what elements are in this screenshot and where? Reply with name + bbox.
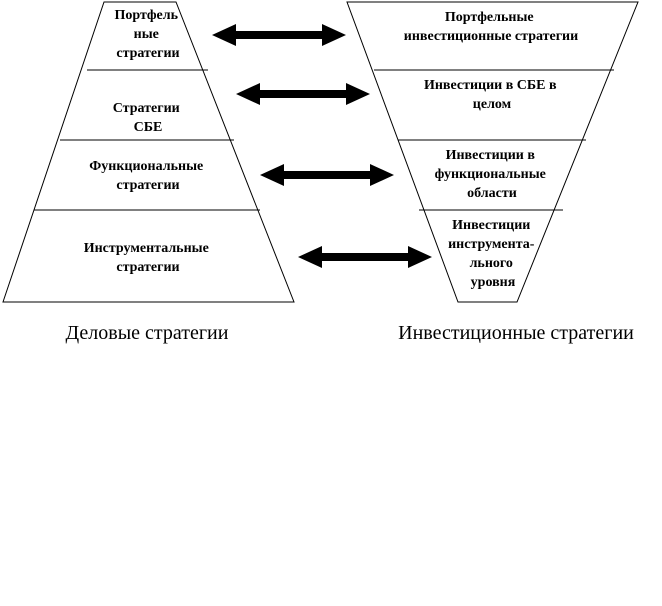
double-arrow-icon (236, 83, 370, 105)
business-pyramid-outline (2, 1, 295, 303)
double-arrow-icon (260, 164, 394, 186)
business-level-functional: Функциональные стратегии (89, 159, 206, 193)
investment-pyramid-outline (346, 1, 639, 303)
link-arrows (212, 24, 432, 268)
investment-level-instrumental: Инвестиции инструмента- льного уровня (448, 218, 538, 290)
investment-strategies-caption: Инвестиционные стратегии (398, 322, 634, 344)
double-arrow-icon (298, 246, 432, 268)
investment-strategies-pyramid: Портфельные инвестиционные стратегии Инв… (346, 1, 639, 303)
business-level-instrumental: Инструментальные стратегии (84, 241, 213, 275)
investment-level-functional: Инвестиции в функциональные области (435, 148, 550, 201)
investment-level-portfolio: Портфельные инвестиционные стратегии (404, 10, 578, 44)
business-level-sbu: Стратегии СБЕ (113, 101, 183, 135)
business-level-portfolio: Портфель ные стратегии (114, 8, 181, 61)
investment-level-sbu: Инвестиции в СБЕ в целом (424, 78, 560, 112)
double-arrow-icon (212, 24, 346, 46)
business-strategies-caption: Деловые стратегии (66, 322, 229, 344)
business-strategies-pyramid: Портфель ные стратегии Стратегии СБЕ Фун… (2, 1, 295, 303)
